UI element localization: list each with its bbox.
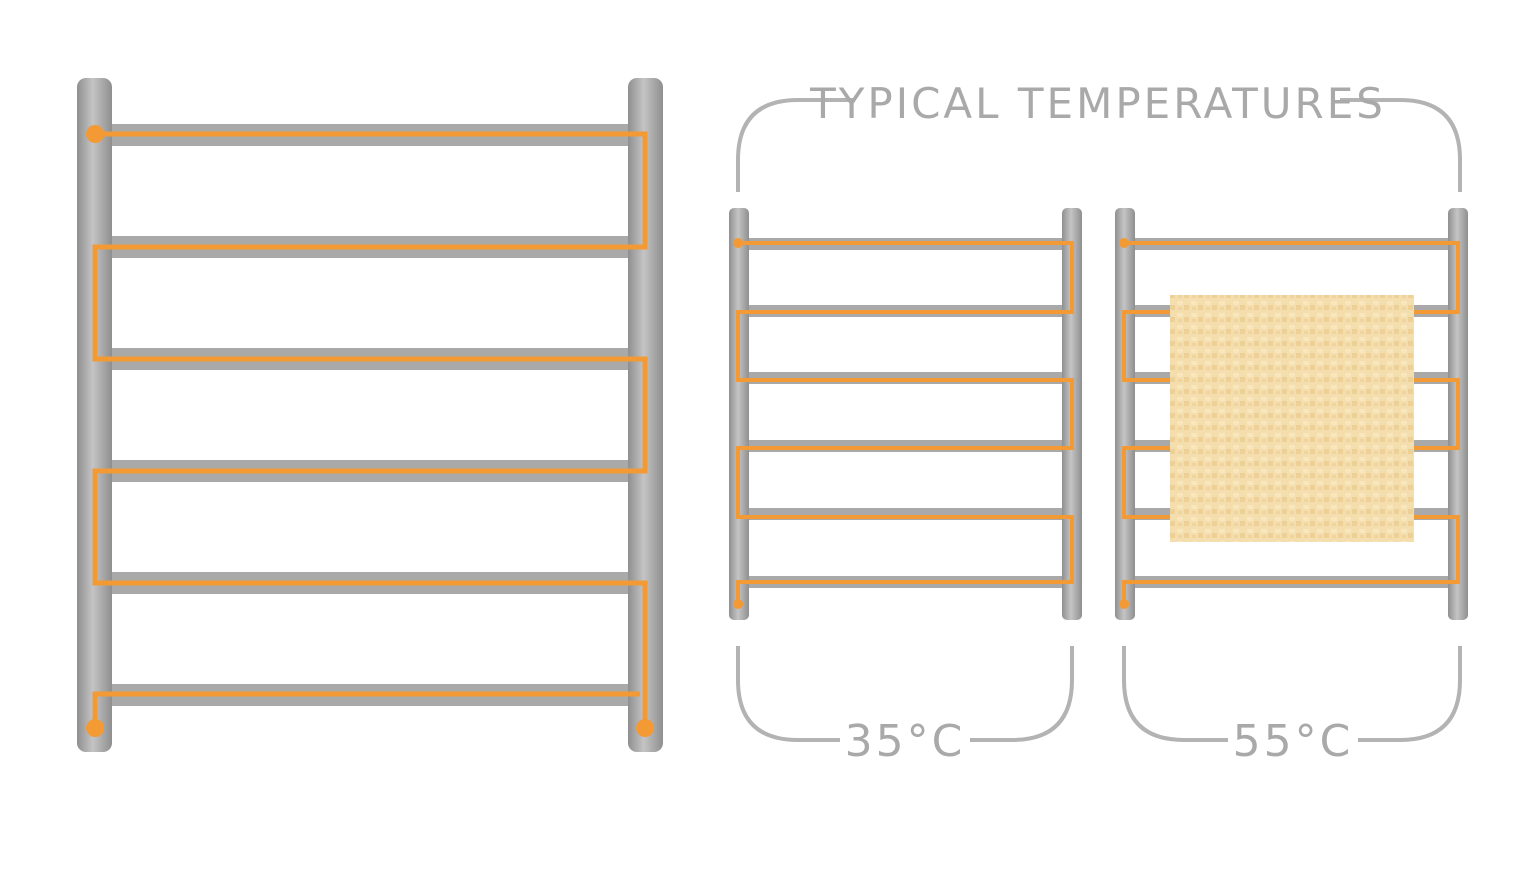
heating-wire — [92, 131, 648, 728]
heating-wire — [736, 241, 1074, 604]
towel-rail-35 — [729, 208, 1082, 620]
large-towel-rail — [77, 78, 663, 752]
rail-bars — [95, 124, 647, 706]
wire-terminal — [1119, 238, 1129, 248]
towel-icon — [1170, 295, 1414, 542]
wire-terminal — [636, 719, 654, 737]
temperature-bracket-35 — [736, 646, 1074, 742]
temperature-label-55: 55°C — [1233, 716, 1354, 767]
temperature-label-35: 35°C — [845, 716, 966, 767]
heating-wire — [1122, 241, 1460, 604]
towel-rail-55 — [1115, 208, 1468, 620]
heading-label: TYPICAL TEMPERATURES — [809, 79, 1386, 128]
rail-post-left — [1115, 208, 1135, 620]
rail-post-left — [77, 78, 112, 752]
wire-terminal — [86, 125, 104, 143]
rail-post-left — [729, 208, 749, 620]
temperature-bracket-55 — [1122, 646, 1462, 742]
heading-bracket — [736, 98, 1462, 192]
wire-terminal — [1119, 599, 1129, 609]
heating-wire-return — [92, 691, 640, 728]
wire-terminal — [733, 599, 743, 609]
wire-terminal — [86, 719, 104, 737]
wire-terminal — [733, 238, 743, 248]
